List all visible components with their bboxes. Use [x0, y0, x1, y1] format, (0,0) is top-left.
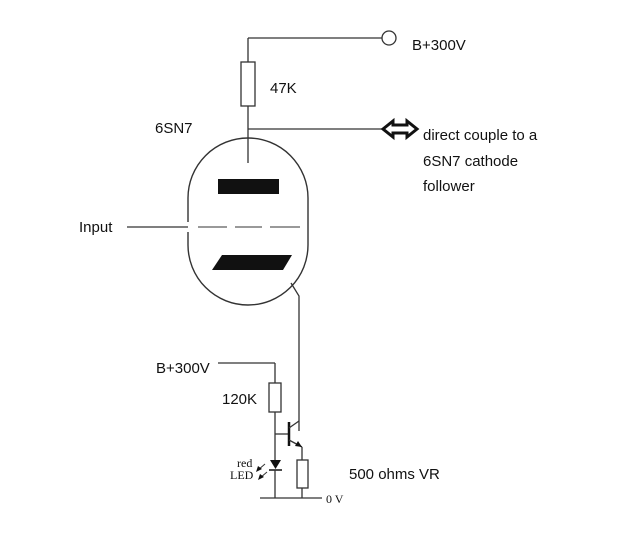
output-note-line2: 6SN7 cathode	[423, 153, 518, 170]
transistor-symbol	[275, 420, 303, 460]
output-arrow-icon	[380, 117, 420, 141]
bottom-supply-wiring	[218, 362, 276, 460]
input-label: Input	[79, 219, 113, 236]
tube-type-label: 6SN7	[155, 120, 193, 137]
plate-resistor-label: 47K	[270, 80, 297, 97]
top-supply-wiring	[247, 37, 382, 163]
bias-resistor	[268, 382, 282, 413]
cathode-lead	[290, 282, 300, 431]
supply-top-label: B+300V	[412, 37, 466, 54]
variable-resistor	[296, 459, 309, 489]
output-note-line3: follower	[423, 178, 475, 195]
led-symbol	[256, 460, 282, 488]
output-note-line1: direct couple to a	[423, 127, 538, 144]
tube-plate	[218, 179, 279, 194]
plate-resistor	[240, 61, 256, 107]
variable-resistor-label: 500 ohms VR	[349, 466, 440, 483]
bias-resistor-label: 120K	[222, 391, 257, 408]
ground-label: 0 V	[326, 492, 344, 506]
led-label: LED	[230, 468, 254, 482]
supply-terminal-icon	[381, 30, 397, 46]
tube-envelope	[187, 137, 309, 306]
supply-bottom-label: B+300V	[156, 360, 210, 377]
tube-cathode	[212, 255, 292, 270]
led-color-label: red	[237, 456, 252, 470]
